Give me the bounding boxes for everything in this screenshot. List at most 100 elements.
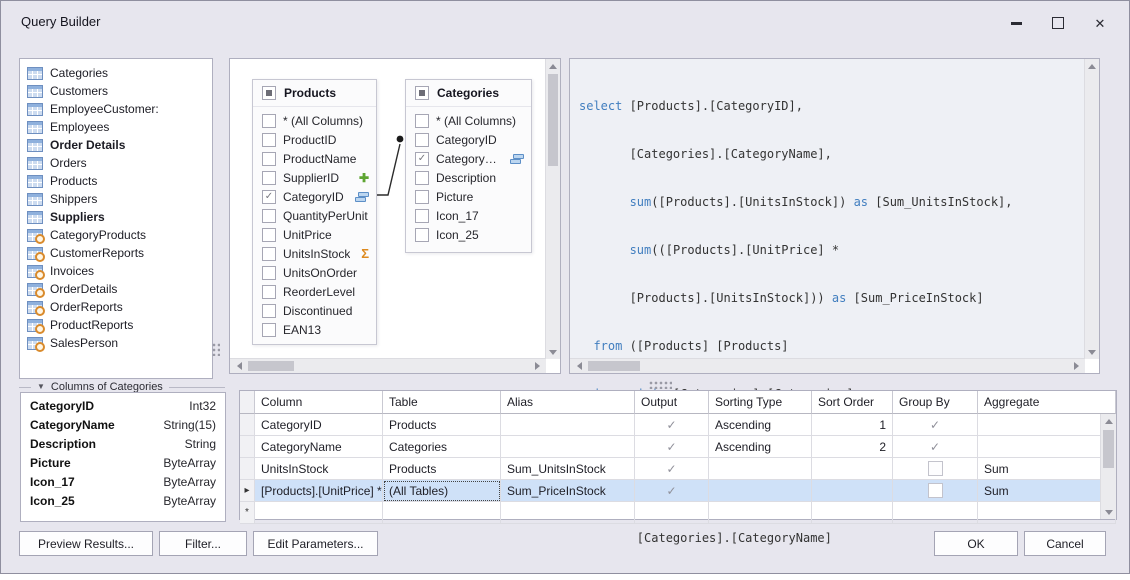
- diagram-panel[interactable]: Products * (All Columns) ProductID Produ…: [229, 58, 561, 374]
- sql-editor-panel[interactable]: select [Products].[CategoryID], [Categor…: [569, 58, 1100, 545]
- sidebar-item-invoices[interactable]: Invoices: [20, 262, 212, 280]
- field-row[interactable]: * (All Columns): [406, 111, 531, 130]
- cell-output[interactable]: [635, 502, 709, 524]
- grid-new-row[interactable]: *: [240, 502, 1116, 524]
- diagram-vertical-scrollbar[interactable]: [545, 59, 560, 359]
- ok-button[interactable]: OK: [934, 531, 1018, 556]
- table-checkbox[interactable]: [262, 86, 276, 100]
- grid-row[interactable]: CategoryID Products ✓ Ascending 1 ✓: [240, 414, 1116, 436]
- cell-aggregate[interactable]: Sum: [978, 480, 1116, 502]
- header-table[interactable]: Table: [383, 391, 501, 414]
- header-group-by[interactable]: Group By: [893, 391, 978, 414]
- field-checkbox[interactable]: [262, 246, 276, 261]
- cell-table-focused[interactable]: (All Tables): [383, 480, 501, 502]
- sql-horizontal-scrollbar[interactable]: [570, 358, 1085, 373]
- cell-group-by[interactable]: ✓: [893, 414, 978, 436]
- field-row[interactable]: ProductID: [253, 130, 376, 149]
- categories-table-card[interactable]: Categories * (All Columns) CategoryID ✓C…: [405, 79, 532, 253]
- sql-vertical-scrollbar[interactable]: [1084, 59, 1099, 359]
- maximize-button[interactable]: [1043, 13, 1073, 33]
- cell-table[interactable]: Products: [383, 414, 501, 436]
- grid-row[interactable]: UnitsInStock Products Sum_UnitsInStock ✓…: [240, 458, 1116, 480]
- sidebar-item-categories[interactable]: Categories: [20, 64, 212, 82]
- field-checkbox[interactable]: ✓: [415, 151, 429, 166]
- cell-sort-order[interactable]: 1: [812, 414, 893, 436]
- cell-aggregate[interactable]: [978, 436, 1116, 458]
- cell-column[interactable]: UnitsInStock: [255, 458, 383, 480]
- cell-alias[interactable]: [501, 436, 635, 458]
- field-checkbox[interactable]: [262, 265, 276, 280]
- field-checkbox[interactable]: [415, 227, 429, 242]
- sidebar-item-suppliers[interactable]: Suppliers: [20, 208, 212, 226]
- field-checkbox[interactable]: [262, 113, 276, 128]
- tables-list-panel[interactable]: Categories Customers EmployeeCustomer: E…: [19, 58, 213, 379]
- sidebar-item-employees[interactable]: Employees: [20, 118, 212, 136]
- field-checkbox[interactable]: [262, 132, 276, 147]
- cell-sorting-type[interactable]: [709, 480, 812, 502]
- field-row[interactable]: EAN13: [253, 320, 376, 339]
- close-button[interactable]: ✕: [1085, 13, 1115, 33]
- cell-group-by[interactable]: [893, 480, 978, 502]
- cancel-button[interactable]: Cancel: [1024, 531, 1106, 556]
- cell-aggregate[interactable]: [978, 414, 1116, 436]
- sidebar-item-productreports[interactable]: ProductReports: [20, 316, 212, 334]
- field-row[interactable]: Icon_25: [406, 225, 531, 244]
- cell-alias[interactable]: Sum_UnitsInStock: [501, 458, 635, 480]
- sidebar-item-orderdetails[interactable]: OrderDetails: [20, 280, 212, 298]
- header-sort-order[interactable]: Sort Order: [812, 391, 893, 414]
- field-checkbox[interactable]: [415, 132, 429, 147]
- sidebar-item-order-details[interactable]: Order Details: [20, 136, 212, 154]
- header-alias[interactable]: Alias: [501, 391, 635, 414]
- header-output[interactable]: Output: [635, 391, 709, 414]
- cell-aggregate[interactable]: [978, 502, 1116, 524]
- field-row[interactable]: UnitsOnOrder: [253, 263, 376, 282]
- cell-alias[interactable]: [501, 414, 635, 436]
- categories-card-header[interactable]: Categories: [406, 80, 531, 107]
- cell-output[interactable]: ✓: [635, 436, 709, 458]
- products-card-header[interactable]: Products: [253, 80, 376, 107]
- cell-output[interactable]: ✓: [635, 480, 709, 502]
- query-columns-grid[interactable]: Column Table Alias Output Sorting Type S…: [239, 390, 1117, 524]
- field-checkbox[interactable]: [415, 113, 429, 128]
- grid-row[interactable]: CategoryName Categories ✓ Ascending 2 ✓: [240, 436, 1116, 458]
- cell-sorting-type[interactable]: Ascending: [709, 414, 812, 436]
- field-checkbox[interactable]: [262, 151, 276, 166]
- splitter-grip[interactable]: [212, 343, 220, 356]
- cell-table[interactable]: Products: [383, 458, 501, 480]
- table-checkbox[interactable]: [415, 86, 429, 100]
- field-row[interactable]: Discontinued: [253, 301, 376, 320]
- field-row[interactable]: ✓CategoryID: [253, 187, 376, 206]
- sidebar-item-salesperson[interactable]: SalesPerson: [20, 334, 212, 352]
- field-checkbox[interactable]: [262, 303, 276, 318]
- sidebar-item-employeecustomer[interactable]: EmployeeCustomer:: [20, 100, 212, 118]
- field-row[interactable]: Icon_17: [406, 206, 531, 225]
- cell-sorting-type[interactable]: [709, 458, 812, 480]
- field-checkbox[interactable]: [415, 189, 429, 204]
- cell-sorting-type[interactable]: [709, 502, 812, 524]
- field-checkbox[interactable]: [415, 170, 429, 185]
- sidebar-item-categoryproducts[interactable]: CategoryProducts: [20, 226, 212, 244]
- products-table-card[interactable]: Products * (All Columns) ProductID Produ…: [252, 79, 377, 345]
- field-row[interactable]: QuantityPerUnit: [253, 206, 376, 225]
- grid-row-selected[interactable]: ▸ [Products].[UnitPrice] * ... (All Tabl…: [240, 480, 1116, 502]
- field-row[interactable]: Picture: [406, 187, 531, 206]
- grid-vertical-scrollbar[interactable]: [1100, 414, 1116, 519]
- field-row[interactable]: SupplierID✚: [253, 168, 376, 187]
- cell-group-by[interactable]: ✓: [893, 436, 978, 458]
- field-row[interactable]: CategoryID: [406, 130, 531, 149]
- cell-sort-order[interactable]: 2: [812, 436, 893, 458]
- field-checkbox[interactable]: [262, 322, 276, 337]
- sidebar-item-customerreports[interactable]: CustomerReports: [20, 244, 212, 262]
- scrollbar-thumb[interactable]: [588, 361, 640, 371]
- cell-column[interactable]: [255, 502, 383, 524]
- cell-column[interactable]: CategoryID: [255, 414, 383, 436]
- collapse-icon[interactable]: ▼: [37, 382, 45, 391]
- field-checkbox[interactable]: [262, 284, 276, 299]
- filter-button[interactable]: Filter...: [159, 531, 247, 556]
- splitter-grip[interactable]: [649, 381, 672, 389]
- header-column[interactable]: Column: [255, 391, 383, 414]
- cell-group-by[interactable]: [893, 458, 978, 480]
- sidebar-item-shippers[interactable]: Shippers: [20, 190, 212, 208]
- field-row[interactable]: Description: [406, 168, 531, 187]
- cell-column[interactable]: CategoryName: [255, 436, 383, 458]
